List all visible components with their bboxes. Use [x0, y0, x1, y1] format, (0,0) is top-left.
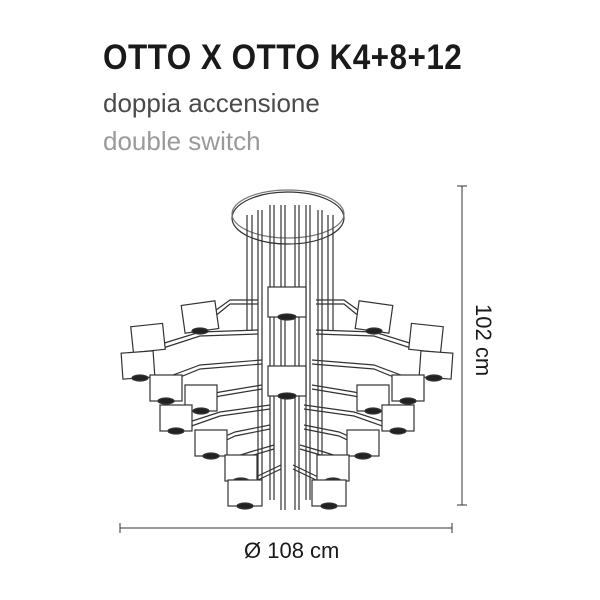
subtitle-english: double switch	[103, 126, 261, 156]
subtitle-italian: doppia accensione	[103, 88, 320, 118]
cubes-right	[311, 300, 454, 510]
width-dimension-label: Ø 108 cm	[244, 538, 340, 563]
cubes-left	[120, 300, 263, 510]
center-cubes	[267, 286, 307, 400]
product-title: OTTO X OTTO K4+8+12	[103, 38, 463, 77]
dimension-lines	[119, 185, 467, 533]
height-dimension-label: 102 cm	[471, 304, 496, 377]
vertical-rods	[246, 205, 334, 510]
arms-right	[292, 299, 417, 490]
ceiling-canopy	[231, 191, 345, 245]
